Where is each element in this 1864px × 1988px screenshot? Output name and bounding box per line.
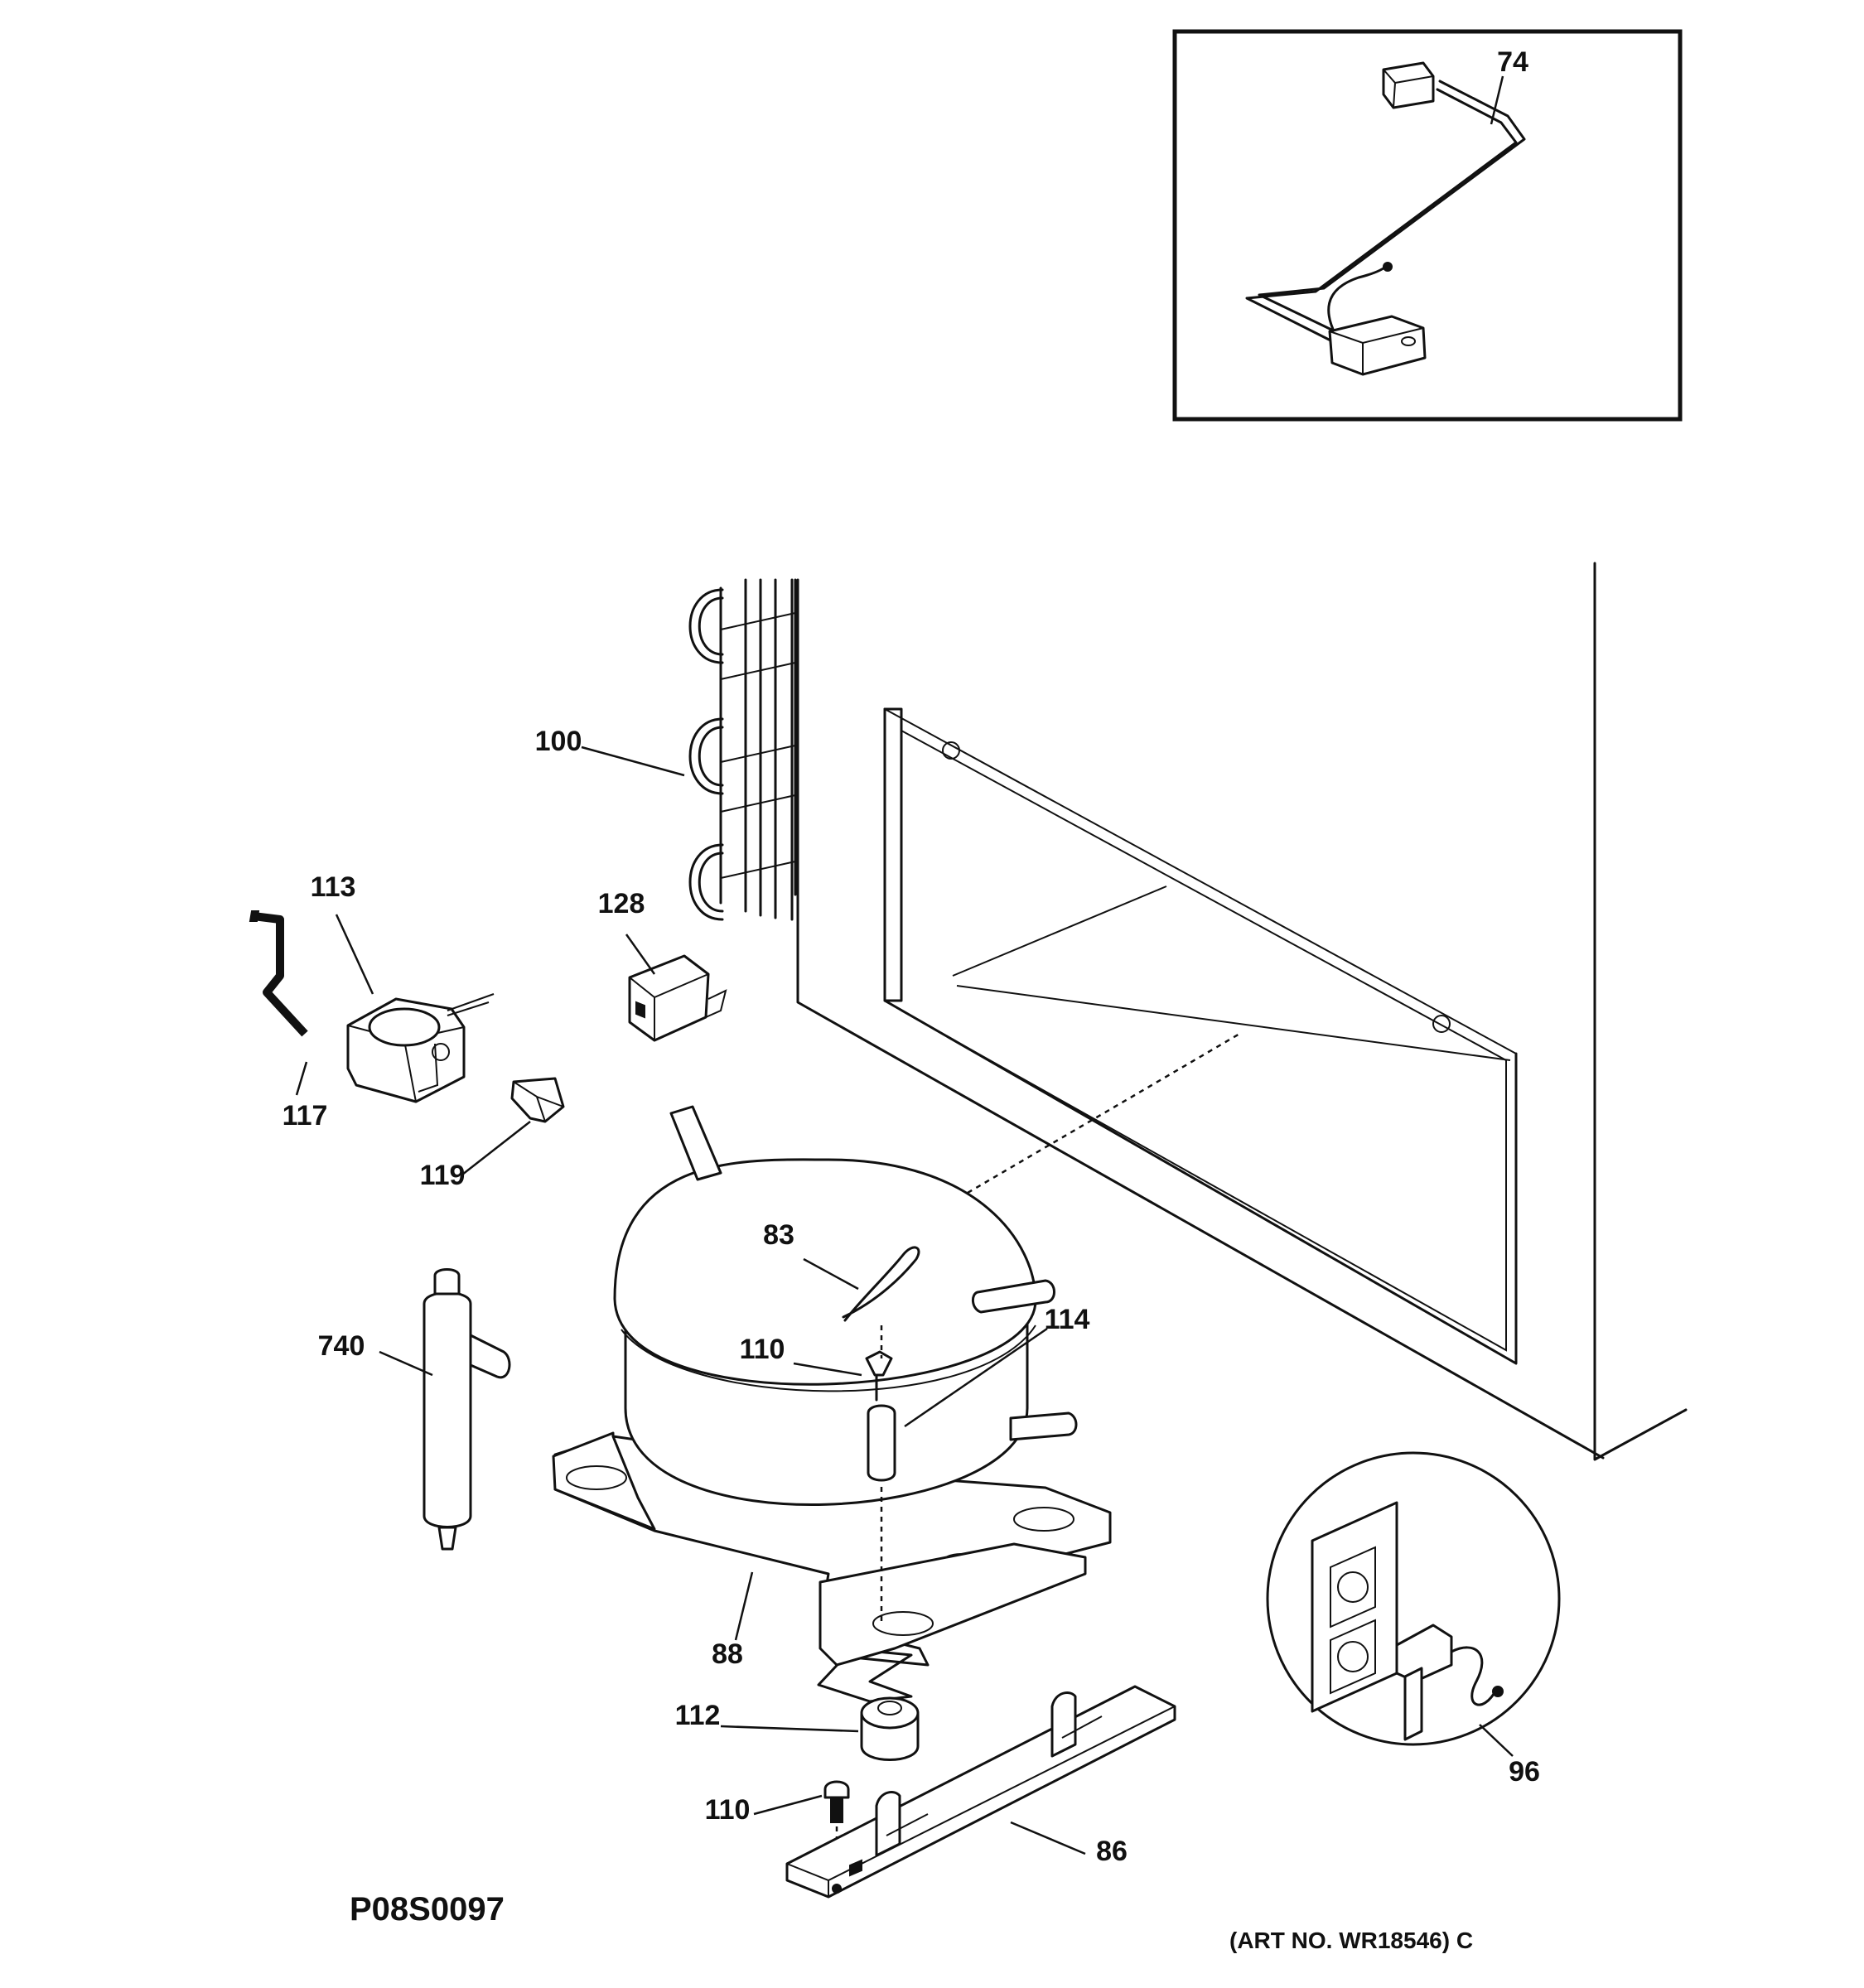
label-119: 119 — [420, 1160, 466, 1191]
condenser — [688, 578, 797, 921]
label-114: 114 — [1045, 1304, 1090, 1335]
capacitor — [628, 954, 727, 1042]
label-96: 96 — [1509, 1756, 1540, 1788]
power-cord — [1245, 61, 1526, 376]
outlet-detail — [1266, 1451, 1561, 1746]
inset-frame — [1172, 29, 1683, 422]
label-110-top: 110 — [740, 1334, 785, 1365]
label-110-bottom: 110 — [705, 1794, 751, 1826]
drawing-code: P08S0097 — [350, 1891, 505, 1928]
label-113: 113 — [311, 871, 356, 903]
overload-wire — [249, 910, 308, 1037]
assembly-line — [967, 1031, 1242, 1194]
start-relay — [346, 993, 495, 1103]
compressor — [552, 1105, 1112, 1703]
label-112: 112 — [675, 1700, 721, 1731]
label-128: 128 — [598, 888, 645, 919]
label-740: 740 — [318, 1330, 365, 1362]
cabinet — [796, 562, 1688, 1461]
label-100: 100 — [535, 726, 582, 757]
art-number: (ART NO. WR18546) C — [1229, 1928, 1473, 1953]
inset-power-cord — [1172, 29, 1683, 422]
relay-cover — [510, 1077, 565, 1123]
drier — [423, 1268, 511, 1551]
label-88: 88 — [712, 1638, 743, 1670]
mounting-rail — [785, 1685, 1176, 1899]
leader-lines — [295, 75, 1514, 1855]
label-74: 74 — [1497, 46, 1528, 78]
label-83: 83 — [763, 1219, 794, 1251]
label-117: 117 — [282, 1100, 328, 1132]
grommet — [860, 1696, 920, 1761]
label-86: 86 — [1096, 1836, 1128, 1867]
